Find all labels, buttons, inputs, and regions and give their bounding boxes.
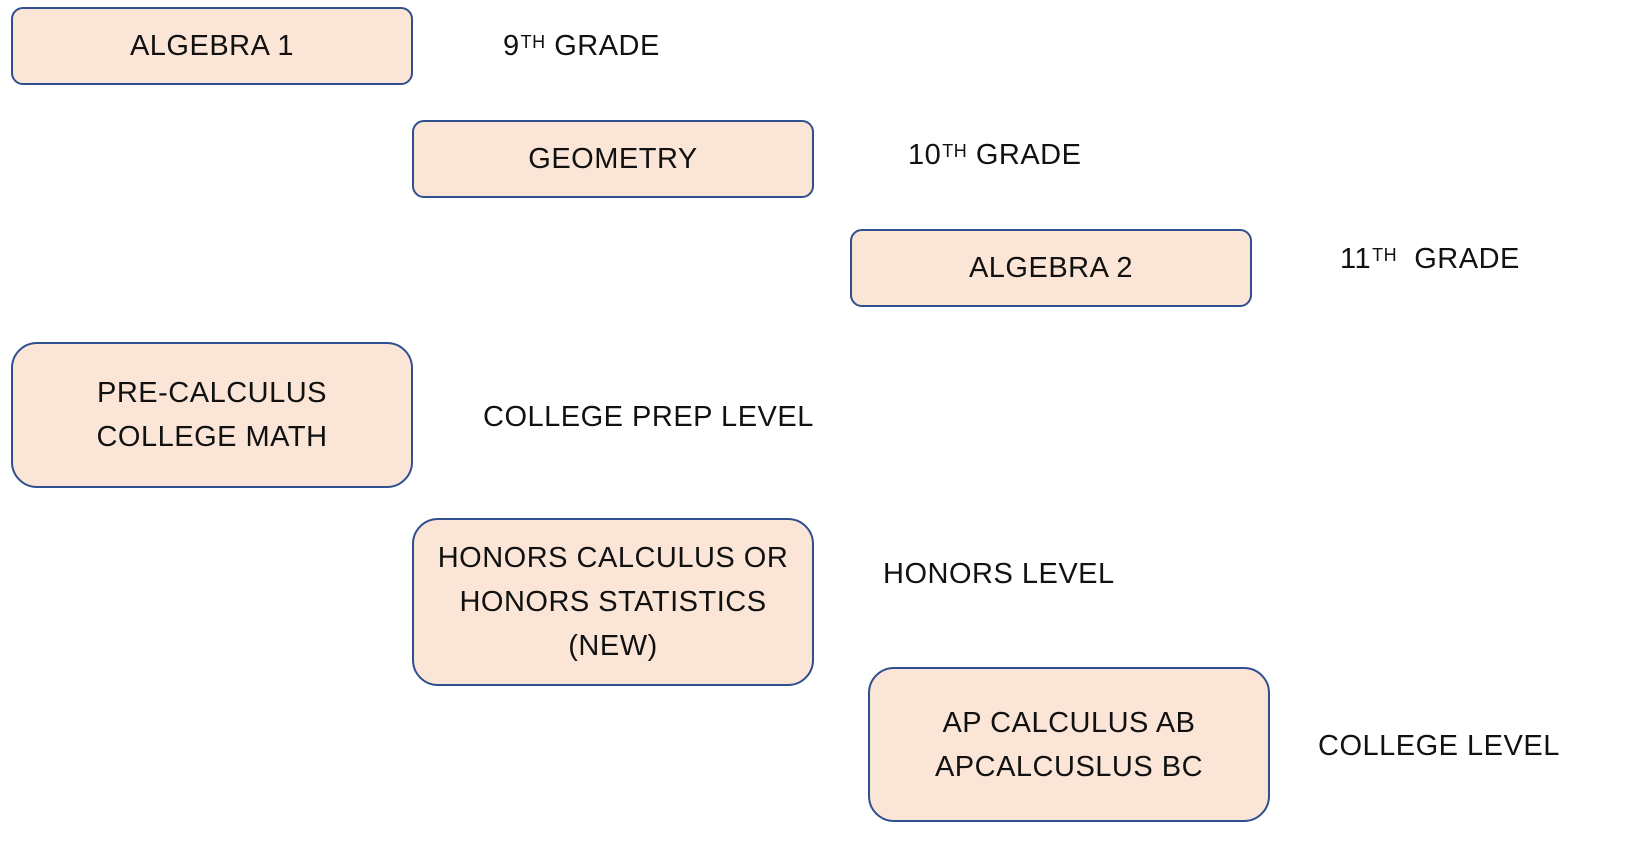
honors-level-label: HONORS LEVEL [883,558,1115,590]
grade-10-suffix: TH [942,141,968,161]
grade-10-label: 10TH GRADE [908,137,1081,173]
grade-9-text: GRADE [554,30,660,62]
honors-box: HONORS CALCULUS OR HONORS STATISTICS (NE… [412,518,814,686]
grade-9-suffix: TH [520,32,546,52]
algebra-2-box: ALGEBRA 2 [850,229,1252,307]
ap-calculus-line-2: APCALCUSLUS BC [934,750,1204,783]
honors-line-1: HONORS CALCULUS OR [437,542,789,574]
precalculus-line-1: PRE-CALCULUS [97,377,327,409]
geometry-label: GEOMETRY [528,143,698,175]
honors-line-2: HONORS STATISTICS [459,586,767,618]
grade-9-label: 9TH GRADE [503,28,660,64]
precalculus-box: PRE-CALCULUS COLLEGE MATH [11,342,413,488]
grade-11-suffix: TH [1372,245,1398,265]
grade-9-number: 9 [503,30,520,62]
ap-calculus-line-1: AP CALCULUS AB [942,706,1196,739]
college-prep-level-label: COLLEGE PREP LEVEL [483,401,814,433]
geometry-box: GEOMETRY [412,120,814,198]
grade-11-label: 11TH GRADE [1340,241,1520,277]
grade-10-number: 10 [908,139,942,171]
college-level-label: COLLEGE LEVEL [1318,730,1560,762]
algebra-1-box: ALGEBRA 1 [11,7,413,85]
grade-10-text: GRADE [975,139,1082,171]
grade-11-number: 11 [1340,243,1372,275]
algebra-1-label: ALGEBRA 1 [129,30,295,62]
ap-calculus-box: AP CALCULUS AB APCALCUSLUS BC [868,667,1270,822]
precalculus-line-2: COLLEGE MATH [96,421,328,453]
algebra-2-label: ALGEBRA 2 [968,252,1134,284]
honors-line-3: (NEW) [568,630,658,662]
grade-11-text: GRADE [1405,243,1520,275]
